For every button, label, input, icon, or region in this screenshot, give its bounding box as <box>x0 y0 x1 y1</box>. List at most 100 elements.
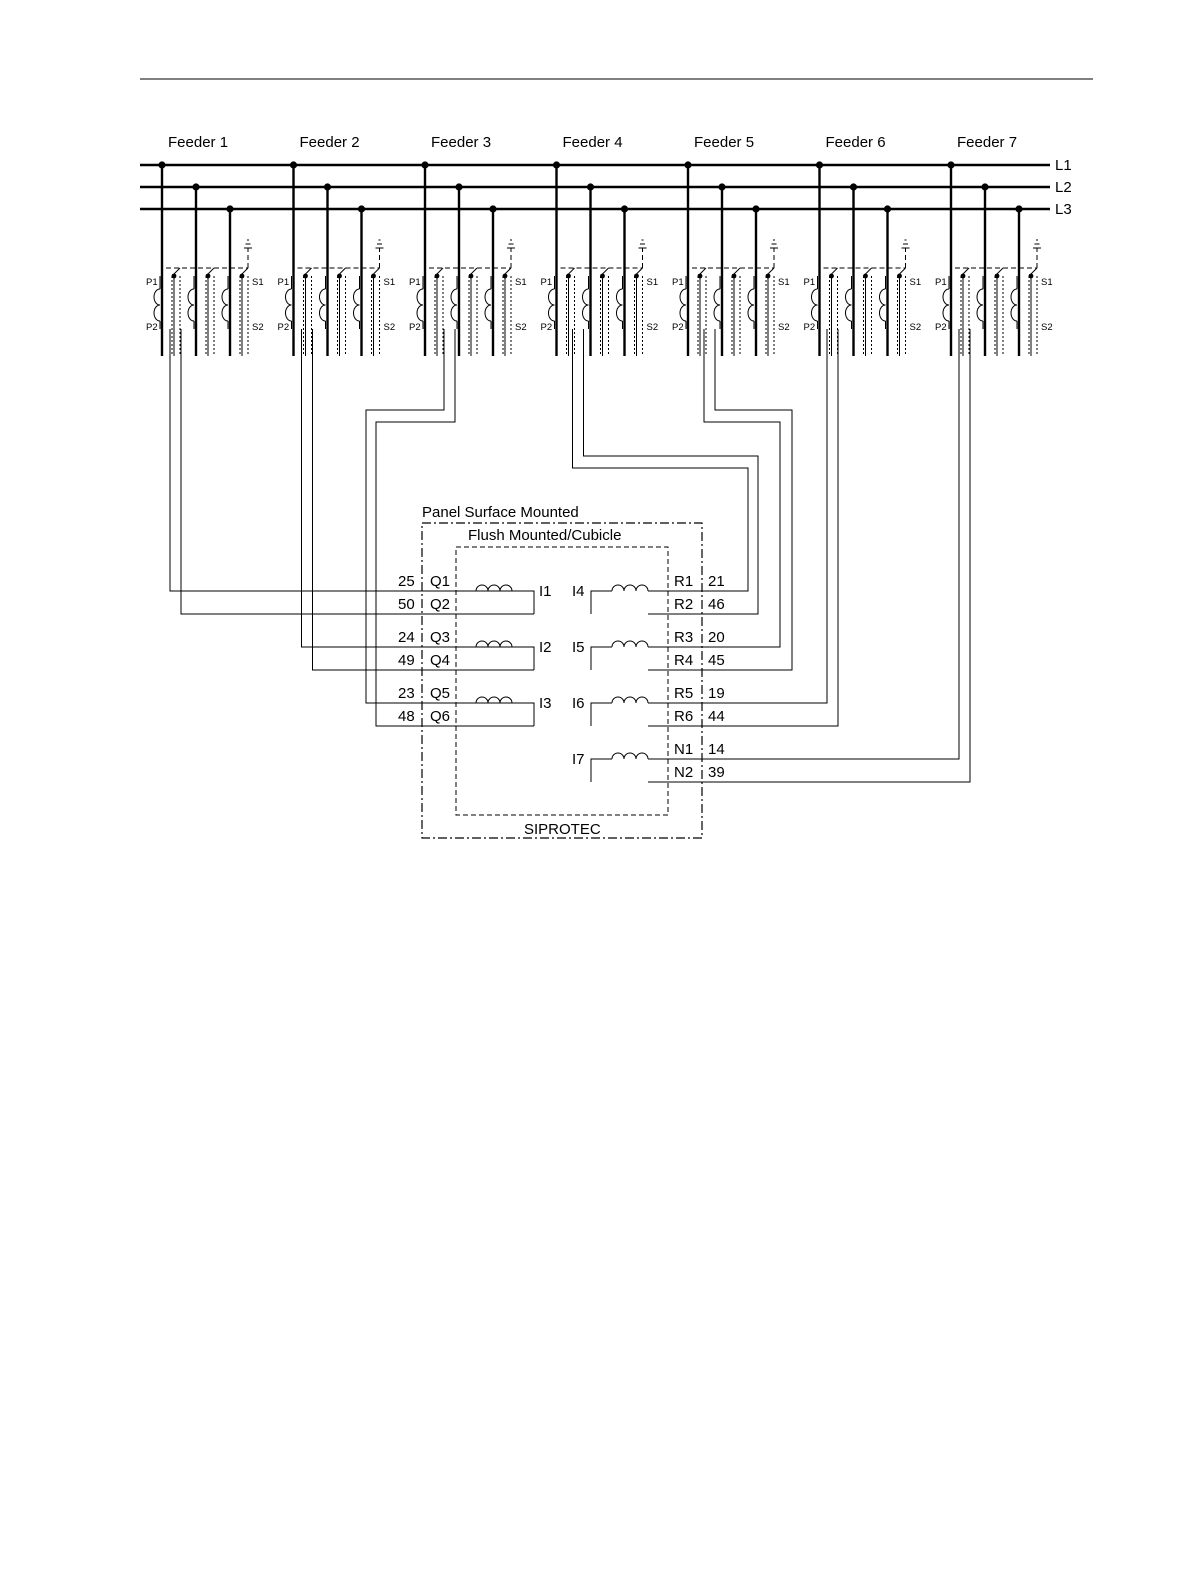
ground-symbol <box>1033 239 1041 249</box>
ct-label-s1: S1 <box>515 277 527 288</box>
shorting-switch <box>765 267 775 277</box>
ct-coil-l1 <box>679 288 687 322</box>
ct-label-p2: P2 <box>541 322 553 333</box>
terminal-label: Q5 <box>430 685 450 702</box>
busbar-tap-dot <box>1015 205 1023 213</box>
flush-mounted-label: Flush Mounted/Cubicle <box>468 527 621 544</box>
ct-coil-l2 <box>582 288 589 322</box>
ct-coil-l1 <box>811 288 818 322</box>
coil-lead <box>512 702 535 726</box>
busbar-tap-dot <box>586 183 595 191</box>
input-coil <box>475 584 513 592</box>
terminal-label: Q2 <box>430 596 450 613</box>
ct-coil-l3 <box>1010 288 1018 322</box>
wire-feeder1-q1 <box>169 329 534 592</box>
pin-number: 39 <box>708 764 725 781</box>
ground-symbol <box>244 239 252 249</box>
wire-feeder3-q6 <box>375 329 534 727</box>
input-name: I3 <box>539 695 552 712</box>
input-name: I1 <box>539 583 552 600</box>
ct-dotted-leads <box>960 276 1030 356</box>
busbar-tap-dot <box>357 205 366 213</box>
input-name: I2 <box>539 639 552 656</box>
ct-coil-l3 <box>353 288 360 322</box>
terminal-label: Q6 <box>430 708 450 725</box>
shorting-switch <box>566 267 575 277</box>
pin-number: 49 <box>398 652 415 669</box>
shorting-switch <box>960 267 970 277</box>
ct-coil-l3 <box>484 288 492 322</box>
wire-feeder7-n2 <box>648 329 971 783</box>
ct-label-s1: S1 <box>252 277 264 288</box>
input-coil <box>475 640 513 648</box>
pin-number: 46 <box>708 596 725 613</box>
shorting-switch <box>371 267 380 277</box>
ct-label-s1: S1 <box>647 277 659 288</box>
pin-number: 25 <box>398 573 415 590</box>
shorting-switch <box>337 267 346 277</box>
ct-coil-l1 <box>942 288 950 322</box>
shorting-switch <box>697 267 707 277</box>
ground-symbol <box>770 239 778 249</box>
busbar-tap-dot <box>684 161 692 169</box>
shorting-switch <box>1028 267 1038 277</box>
terminal-label: R1 <box>674 573 693 590</box>
pin-number: 45 <box>708 652 725 669</box>
phase-label-l2: L2 <box>1055 179 1072 196</box>
ct-label-s1: S1 <box>1041 277 1053 288</box>
terminal-label: Q3 <box>430 629 450 646</box>
wire-feeder5-r3 <box>648 329 781 648</box>
input-name: I7 <box>572 751 585 768</box>
pin-number: 44 <box>708 708 725 725</box>
busbar-tap-dot <box>815 161 824 169</box>
coil-lead <box>590 702 702 726</box>
feeder-label-7: Feeder 7 <box>957 134 1017 151</box>
ct-coil-l2 <box>713 288 721 322</box>
wire-feeder7-n1 <box>648 329 960 760</box>
wire-feeder2-q3 <box>301 329 534 648</box>
pin-number: 21 <box>708 573 725 590</box>
wire-feeder1-q2 <box>180 329 534 615</box>
busbar-tap-dot <box>620 205 629 213</box>
shorting-switch <box>829 267 838 277</box>
shorting-switch <box>502 267 512 277</box>
busbar-tap-dot <box>752 205 760 213</box>
ct-label-p1: P1 <box>935 277 947 288</box>
terminal-label: R3 <box>674 629 693 646</box>
shorting-switch <box>171 267 181 277</box>
shorting-switch <box>205 267 215 277</box>
busbar-tap-dot <box>981 183 989 191</box>
shorting-switch <box>303 267 312 277</box>
coil-lead <box>590 758 702 782</box>
ct-label-s1: S1 <box>910 277 922 288</box>
ct-label-p2: P2 <box>278 322 290 333</box>
wire-feeder4-r2 <box>583 329 759 615</box>
coil-lead <box>512 590 535 614</box>
ct-coil-l3 <box>616 288 623 322</box>
wire-feeder5-r4 <box>648 329 793 671</box>
terminal-label: Q4 <box>430 652 450 669</box>
wire-feeder2-q4 <box>312 329 534 671</box>
input-coil <box>611 640 649 648</box>
ct-label-p1: P1 <box>672 277 684 288</box>
ct-label-s2: S2 <box>647 322 659 333</box>
terminal-label: R4 <box>674 652 693 669</box>
ct-label-p1: P1 <box>409 277 421 288</box>
ct-coil-l1 <box>416 288 424 322</box>
busbar-tap-dot <box>947 161 955 169</box>
ground-symbol <box>638 239 647 249</box>
ct-coil-l1 <box>285 288 292 322</box>
ct-label-p2: P2 <box>146 322 158 333</box>
busbar-tap-dot <box>226 205 234 213</box>
shorting-switch <box>600 267 609 277</box>
feeder-label-3: Feeder 3 <box>431 134 491 151</box>
busbar-tap-dot <box>552 161 561 169</box>
busbar-tap-dot <box>489 205 497 213</box>
